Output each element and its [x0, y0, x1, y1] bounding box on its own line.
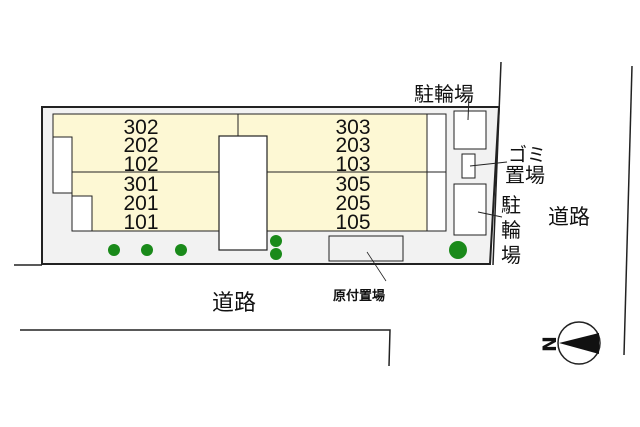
tree-icon	[108, 244, 120, 256]
north-label: N	[539, 336, 561, 352]
bicycle-parking-side-area	[453, 183, 487, 236]
leader-bicycle-side	[477, 211, 503, 218]
balcony-b1	[426, 113, 447, 173]
tree-icon	[270, 235, 282, 247]
unit-202: 202	[123, 134, 158, 157]
moped-parking-area	[328, 235, 404, 262]
garbage-label-line1: ゴミ	[508, 144, 546, 166]
leader-bicycle-top	[467, 95, 470, 121]
stairwell	[218, 135, 268, 251]
unit-101: 101	[123, 211, 158, 234]
unit-301: 301	[123, 173, 158, 196]
tree-icon	[141, 244, 153, 256]
bicycle-parking-side-char2: 輪	[501, 218, 521, 242]
road-east-label: 道路	[548, 205, 590, 229]
bicycle-parking-top-label: 駐輪場	[414, 82, 474, 106]
leader-moped	[366, 251, 387, 282]
tree-icon	[270, 248, 282, 260]
unit-103: 103	[335, 153, 370, 176]
tree-icon	[175, 244, 187, 256]
balcony-a1	[52, 136, 73, 194]
unit-203: 203	[335, 134, 370, 157]
bicycle-parking-side-char1: 駐	[501, 193, 521, 217]
balcony-a2	[71, 195, 93, 232]
bicycle-parking-top-area	[453, 110, 487, 150]
unit-302: 302	[123, 116, 158, 139]
unit-105: 105	[335, 211, 370, 234]
unit-102: 102	[123, 153, 158, 176]
unit-305: 305	[335, 173, 370, 196]
road-edge-south	[20, 329, 391, 367]
road-edge-east-outer	[623, 65, 633, 356]
north-compass-icon: N	[539, 321, 601, 365]
balcony-b2	[426, 171, 447, 232]
unit-block-b-bottom	[237, 171, 428, 232]
road-south-label: 道路	[212, 291, 256, 316]
bicycle-parking-side-char3: 場	[501, 243, 521, 267]
unit-303: 303	[335, 116, 370, 139]
tree-icon	[449, 241, 467, 259]
moped-parking-label: 原付置場	[333, 288, 385, 304]
unit-205: 205	[335, 192, 370, 215]
leader-garbage	[469, 161, 508, 167]
garbage-area	[461, 153, 476, 179]
unit-block-a-top	[52, 113, 239, 173]
garbage-label-line2: 置場	[505, 163, 545, 187]
unit-201: 201	[123, 192, 158, 215]
